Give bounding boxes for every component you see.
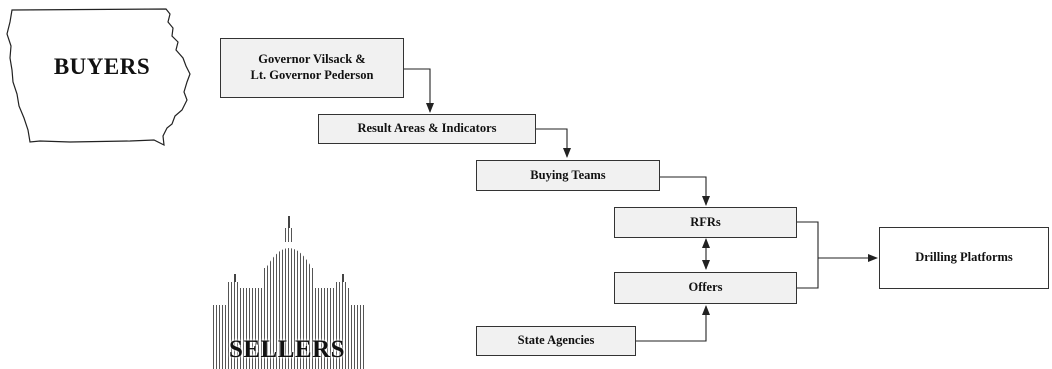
drilling-platforms-box: Drilling Platforms: [879, 227, 1049, 289]
state-agencies-box-label: State Agencies: [517, 333, 595, 348]
offers-box: Offers: [614, 272, 797, 304]
offers-box-label: Offers: [688, 280, 723, 295]
result-areas-box-label: Result Areas & Indicators: [357, 121, 497, 136]
governor-box: Governor Vilsack & Lt. Governor Pederson: [220, 38, 404, 98]
arrow-governor-to-result-areas: [404, 68, 434, 113]
arrow-state-agencies-to-offers: [636, 305, 710, 342]
drilling-platforms-box-label: Drilling Platforms: [915, 250, 1013, 265]
buying-teams-box: Buying Teams: [476, 160, 660, 191]
buying-teams-box-label: Buying Teams: [530, 167, 606, 182]
arrow-buying-teams-to-rfrs: [660, 176, 710, 206]
iowa-state-outline-icon: [6, 8, 191, 147]
state-agencies-box: State Agencies: [476, 326, 636, 356]
rfrs-box-label: RFRs: [690, 214, 721, 229]
arrow-result-areas-to-buying-teams: [536, 128, 571, 158]
rfrs-box: RFRs: [614, 207, 797, 238]
result-areas-box: Result Areas & Indicators: [318, 114, 536, 144]
connector-rfrs-right: [797, 221, 819, 289]
governor-box-label: Governor Vilsack & Lt. Governor Pederson: [250, 52, 374, 82]
capitol-building-icon: [212, 216, 364, 369]
sellers-label: SELLERS: [228, 336, 346, 363]
buyers-label: BUYERS: [53, 54, 151, 79]
